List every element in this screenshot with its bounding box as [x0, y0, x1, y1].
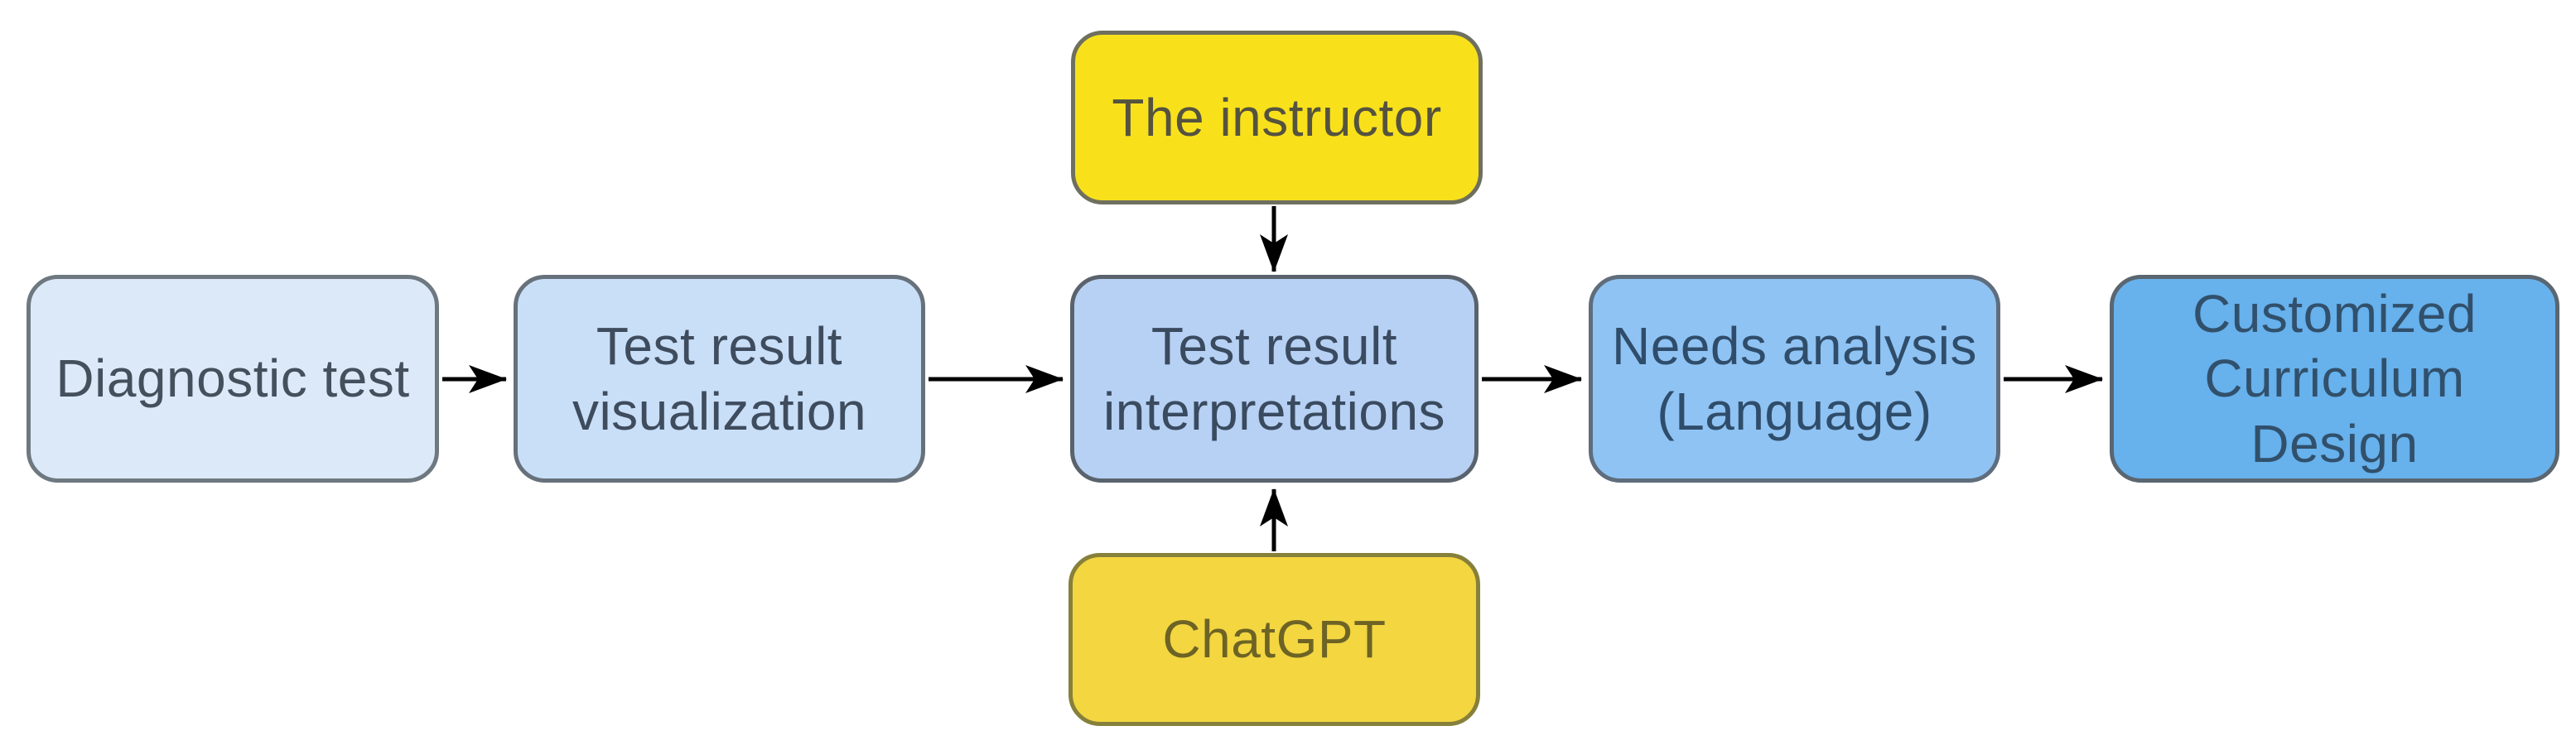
- node-chatgpt: ChatGPT: [1069, 553, 1480, 726]
- node-label-customized-curriculum-design: Customized Curriculum Design: [2192, 284, 2477, 474]
- node-the-instructor: The instructor: [1071, 31, 1483, 204]
- node-diagnostic-test: Diagnostic test: [27, 275, 439, 483]
- node-label-test-result-visualization: Test result visualization: [572, 316, 867, 441]
- node-test-result-interpretations: Test result interpretations: [1070, 275, 1479, 483]
- node-label-test-result-interpretations: Test result interpretations: [1102, 316, 1446, 441]
- node-needs-analysis-language: Needs analysis (Language): [1589, 275, 2000, 483]
- node-test-result-visualization: Test result visualization: [514, 275, 925, 483]
- node-label-needs-analysis-language: Needs analysis (Language): [1612, 316, 1977, 441]
- node-label-chatgpt: ChatGPT: [1162, 609, 1387, 670]
- node-customized-curriculum-design: Customized Curriculum Design: [2110, 275, 2559, 483]
- node-label-diagnostic-test: Diagnostic test: [55, 349, 410, 409]
- node-label-the-instructor: The instructor: [1112, 87, 1442, 147]
